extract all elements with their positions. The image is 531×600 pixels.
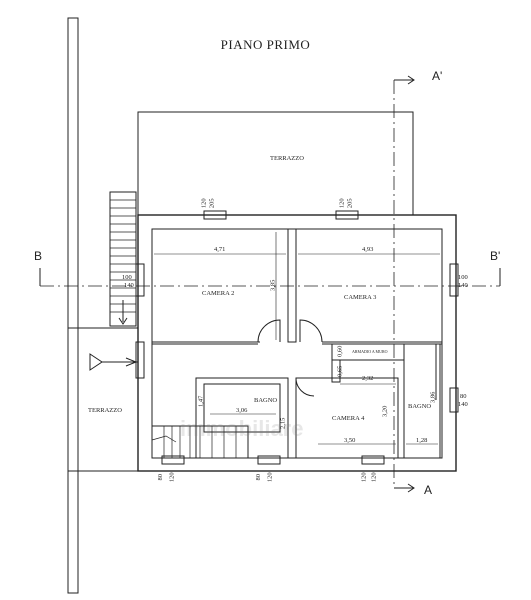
window-top-left (203, 210, 227, 220)
section-mark-b: B (34, 249, 43, 263)
watermark: immobiliare (180, 416, 304, 441)
dim-cam4-height: 3,20 (381, 405, 389, 417)
camera4-walls (295, 377, 399, 459)
window-right-bagno (449, 387, 459, 413)
dim-cam4-width: 3,50 (344, 437, 356, 444)
dim-armadio-depth: 0,60 (336, 345, 344, 357)
section-mark-a: A (424, 483, 433, 497)
window-right-bagno-w: 80 (460, 393, 467, 400)
dim-bagno2-width: 1,28 (416, 437, 428, 444)
window-right-bagno-h: 140 (458, 401, 468, 408)
window-bottom-1-h: 120 (168, 472, 176, 483)
entrance-arrow (89, 353, 103, 371)
window-bottom-1-w: 80 (157, 474, 164, 481)
window-top-right-h: 205 (346, 198, 354, 209)
dim-cam2-width: 4,71 (214, 246, 226, 253)
room-label-bagno2: BAGNO (408, 403, 432, 410)
window-left-cam2 (135, 263, 145, 297)
window-top-left-w: 120 (200, 198, 208, 209)
window-bottom-2-w: 80 (255, 474, 262, 481)
building-outer-wall (137, 214, 457, 472)
bagno2-walls (403, 343, 441, 459)
dim-bagno1-width: 3,06 (236, 407, 248, 414)
dim-cam4-top: 2,32 (362, 375, 374, 382)
boundary-strip (67, 17, 79, 594)
section-mark-b-prime: B' (490, 249, 501, 263)
plan-title: PIANO PRIMO (220, 37, 311, 52)
window-top-left-h: 205 (208, 198, 216, 209)
room-label-camera3: CAMERA 3 (344, 294, 377, 301)
partition-cam2-cam3 (287, 228, 297, 343)
window-bottom-3-w: 120 (360, 472, 368, 483)
terrace-upper-outline (137, 111, 414, 215)
room-label-camera4: CAMERA 4 (332, 415, 365, 422)
dim-armadio-h: 0,65 (336, 365, 344, 377)
door-entrance (135, 341, 145, 379)
door-cam2 (257, 319, 281, 343)
window-right-cam3-w: 100 (458, 274, 468, 281)
room-label-armadio: ARMADIO A MURO (352, 349, 388, 354)
room-label-terrazzo-left: TERRAZZO (88, 407, 122, 414)
window-bottom-1 (161, 455, 185, 465)
room-label-camera2: CAMERA 2 (202, 290, 235, 297)
window-top-right (335, 210, 359, 220)
room-label-terrazzo-top: TERRAZZO (270, 155, 304, 162)
dim-bagno2-height: 3,86 (429, 391, 437, 403)
door-cam3 (299, 319, 323, 343)
dim-cam2-height: 3,85 (269, 279, 277, 291)
window-bottom-2 (257, 455, 281, 465)
window-bottom-3-h: 120 (370, 472, 378, 483)
window-right-cam3 (449, 263, 459, 297)
window-top-right-w: 120 (338, 198, 346, 209)
section-mark-a-prime: A' (432, 69, 443, 83)
window-left-cam2-w: 100 (122, 274, 132, 281)
dim-cam3-width: 4,93 (362, 246, 374, 253)
window-right-cam3-h: 140 (458, 282, 468, 289)
window-bottom-2-h: 120 (266, 472, 274, 483)
window-bottom-3 (361, 455, 385, 465)
exterior-stair (109, 191, 137, 327)
window-left-cam2-h: 140 (124, 282, 134, 289)
dim-bagno1-left: 1,47 (197, 395, 205, 407)
room-label-bagno1: BAGNO (254, 397, 278, 404)
